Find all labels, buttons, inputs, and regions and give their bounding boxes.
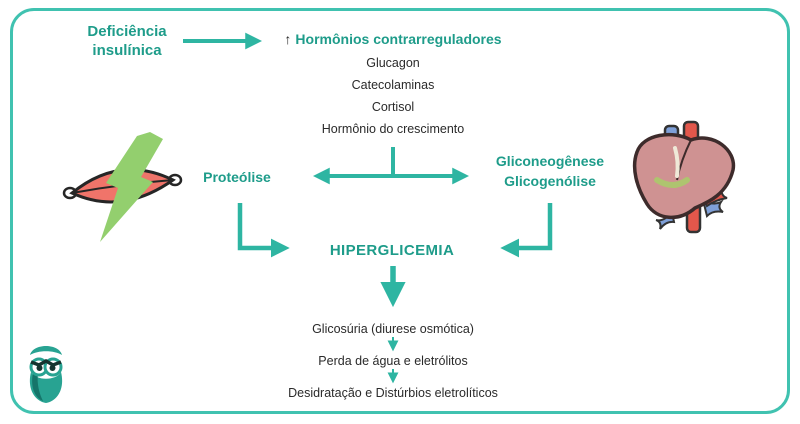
- proteolysis-label: Proteólise: [203, 169, 271, 185]
- owl-logo: [29, 346, 63, 403]
- up-arrow-glyph: ↑: [284, 31, 292, 47]
- liver-icon: [632, 120, 736, 234]
- hormone-item: Cortisol: [371, 100, 415, 114]
- counterregulatory-hormones-block: ↑Hormônios contrarreguladores Glucagon C…: [284, 31, 501, 140]
- hormone-item: Hormônio do crescimento: [321, 122, 465, 136]
- muscle-lightning-icon: [62, 132, 183, 242]
- hormone-list: Glucagon Catecolaminas Cortisol Hormônio…: [284, 52, 501, 140]
- hormone-item: Catecolaminas: [351, 78, 435, 92]
- gluconeogenesis-label: Gliconeogênese Glicogenólise: [495, 153, 605, 189]
- dehydration-label: Desidratação e Distúrbios eletrolíticos: [288, 386, 498, 400]
- counterregulatory-hormones-text: Hormônios contrarreguladores: [295, 31, 502, 47]
- water-electrolyte-loss-label: Perda de água e eletrólitos: [318, 354, 468, 368]
- arrow-proteolysis-to-hyperglycemia: [237, 203, 290, 258]
- arrow-gluconeogenesis-to-hyperglycemia: [500, 203, 553, 258]
- glycosuria-label: Glicosúria (diurese osmótica): [312, 322, 474, 336]
- cause-label: Deficiência insulínica: [87, 23, 167, 59]
- hormone-item: Glucagon: [366, 56, 420, 70]
- counterregulatory-hormones-title: ↑Hormônios contrarreguladores: [284, 31, 501, 47]
- hyperglycemia-label: HIPERGLICEMIA: [329, 242, 455, 259]
